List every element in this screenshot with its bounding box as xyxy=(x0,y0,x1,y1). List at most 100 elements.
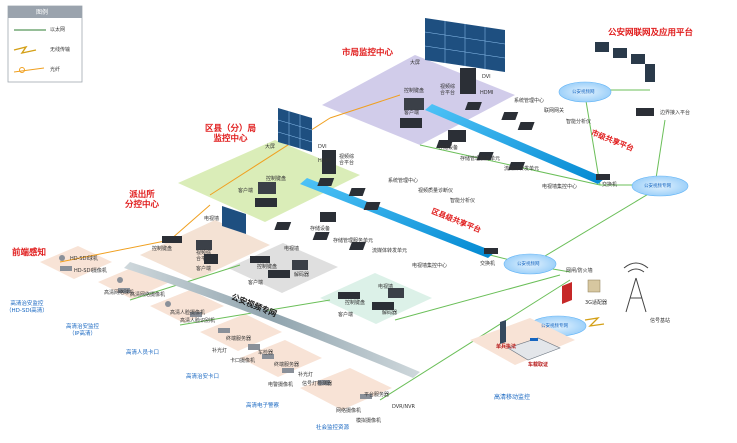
police-client-label: 客户端 xyxy=(196,266,212,272)
region-mobile-title: 高清移动监控 xyxy=(494,394,531,401)
car-label: 车载取证 xyxy=(528,362,549,368)
city-bigscreen-icon xyxy=(424,18,506,72)
base-station-icon xyxy=(623,262,649,313)
front-group-6-dev4: DVR/NVR xyxy=(392,404,415,410)
police-keyboard-label: 控制键盘 xyxy=(152,246,173,252)
front-group-4-dev2: 补光灯 xyxy=(212,348,228,354)
sub2-keyboard-label: 控制键盘 xyxy=(345,300,366,306)
legend-title: 图例 xyxy=(36,9,49,16)
district-keyboard-label: 控制键盘 xyxy=(266,176,287,182)
region-district-title: 区县（分）局 监控中心 xyxy=(205,124,257,144)
district-matrix-label: 视频综 合平台 xyxy=(339,154,355,166)
front-devices xyxy=(59,255,372,399)
cloud-4-label: 公安视频专网 xyxy=(541,324,568,329)
region-public-net-title: 公安网联网及应用平台 xyxy=(608,28,694,38)
front-group-6-dev3: 模拟摄像机 xyxy=(356,418,382,424)
region-front-title: 前端感知 xyxy=(12,248,47,258)
district-stream-label: 流媒体转发单元 xyxy=(372,248,408,254)
district-storagemgr-label: 存储管理服务单元 xyxy=(333,238,374,244)
legend-wireless-label: 无线传输 xyxy=(50,47,71,53)
subcenter-2-platform xyxy=(320,273,432,324)
city-analysis-label: 智能分析仪 xyxy=(566,119,592,125)
public-net-screens-icon xyxy=(595,42,655,82)
front-group-3-dev1: 高清人脸摄像机 xyxy=(170,310,206,316)
front-group-1-label: 高清治安监控 （HD-SDI高清） xyxy=(6,301,48,314)
front-group-1-dev2: HD-SDI摄像机 xyxy=(74,268,107,274)
city-storage-label: 存储设备 xyxy=(438,145,459,151)
cloud-1-label: 公安视频网 xyxy=(572,90,595,95)
subcenter-1-platform xyxy=(228,243,338,293)
front-group-4-dev3: 卡口摄像机 xyxy=(230,358,256,364)
district-bigscreen-label: 大屏 xyxy=(265,144,276,150)
district-dvi-label: DVI xyxy=(318,144,327,150)
sub2-tvwall-label: 电视墙 xyxy=(378,284,394,290)
front-group-5-dev1: 终端服务器 xyxy=(274,362,300,368)
city-devices xyxy=(400,68,654,180)
district-bigscreen-icon xyxy=(277,108,313,152)
city-dvi-label: DVI xyxy=(482,74,491,80)
gateway3g-icon xyxy=(587,279,601,293)
city-storagemgr-label: 存储管理服务单元 xyxy=(460,156,501,162)
front-group-3-label: 高清人员卡口 xyxy=(126,350,160,356)
gateway3g-label: 3G适配器 xyxy=(585,300,608,306)
district-switch-label: 交换机 xyxy=(480,261,496,267)
ethernet-lines xyxy=(129,89,666,401)
front-group-4-label: 高清治安卡口 xyxy=(186,374,220,380)
district-center-platform xyxy=(178,140,360,222)
police-devices xyxy=(162,236,218,264)
city-switch-label: 交换机 xyxy=(602,182,618,188)
sub2-decoder-label: 解码器 xyxy=(382,310,398,316)
front-group-6-label: 社会监控资源 xyxy=(316,425,350,431)
sub1-tvwall-label: 电视墙 xyxy=(284,246,300,252)
front-group-2-dev2: 高清网络摄像机 xyxy=(130,292,166,298)
district-hdmi-label: HDMI xyxy=(318,158,332,164)
district-client-label: 客户端 xyxy=(238,188,254,194)
city-sysmgr-label: 系统管理中心 xyxy=(514,98,545,104)
base-station-label: 信号基站 xyxy=(650,318,671,324)
firewall-label: 网闸/防火墙 xyxy=(566,268,593,274)
front-group-2-label: 高清治安监控 （IP高清） xyxy=(66,324,100,337)
district-sysmgr-label: 系统管理中心 xyxy=(388,178,419,184)
sub1-decoder-label: 解码器 xyxy=(294,272,310,278)
cloud-2-label: 公安视频专网 xyxy=(644,184,671,189)
front-group-5-dev2: 电警摄像机 xyxy=(268,382,294,388)
single-officer-label: 单兵执法 xyxy=(496,344,517,350)
police-tvwall-icon xyxy=(222,206,246,234)
legend-ethernet-label: 以太网 xyxy=(50,27,66,33)
city-boundary-label: 边界接入平台 xyxy=(660,110,691,116)
subcenter-devices xyxy=(250,256,404,310)
cloud-shapes xyxy=(503,81,689,337)
region-city-title: 市局监控中心 xyxy=(342,48,394,58)
cloud-3-label: 公安视频网 xyxy=(517,262,540,267)
police-tvwall-label: 电视墙 xyxy=(204,216,220,222)
video-net-road xyxy=(124,262,420,378)
police-matrix-label: 视频综 合平台 xyxy=(196,250,212,262)
district-devices xyxy=(255,150,498,254)
district-diag-label: 视频质量诊断仪 xyxy=(418,188,454,194)
region-police-title: 派出所 分控中心 xyxy=(125,190,160,210)
city-bigscreen-label: 大屏 xyxy=(410,60,421,66)
front-group-1-dev1: HD-SDI球机 xyxy=(70,256,98,262)
front-group-5-dev3: 补光灯 xyxy=(298,372,314,378)
city-hdmi-label: HDMI xyxy=(480,90,494,96)
front-group-4-dev1: 终端服务器 xyxy=(226,336,252,342)
front-group-2-dev1: 高清网络球机 xyxy=(104,290,135,296)
single-officer-icon xyxy=(500,320,506,344)
sub1-client-label: 客户端 xyxy=(248,280,264,286)
city-gateway-label: 联网网关 xyxy=(544,108,565,114)
front-group-4-dev4: 车检器 xyxy=(258,350,274,356)
front-group-5-dev4: 信号灯检测器 xyxy=(302,381,333,387)
district-analysis-label: 智能分析仪 xyxy=(450,198,476,204)
sub2-client-label: 客户端 xyxy=(338,312,354,318)
district-storage-label: 存储设备 xyxy=(310,226,331,232)
mobile-platform xyxy=(470,318,575,365)
legend-box xyxy=(7,5,83,83)
city-keyboard-label: 控制键盘 xyxy=(404,88,425,94)
front-group-6-dev2: 网络摄像机 xyxy=(336,408,362,414)
district-tvwall-label: 电视墙集控中心 xyxy=(412,263,448,269)
city-client-label: 客户端 xyxy=(404,110,420,116)
city-matrix-label: 视频综 合平台 xyxy=(440,84,456,96)
front-group-3-dev2: 高清人脸识别机 xyxy=(180,318,216,324)
front-group-6-dev1: 平台服务器 xyxy=(364,392,390,398)
